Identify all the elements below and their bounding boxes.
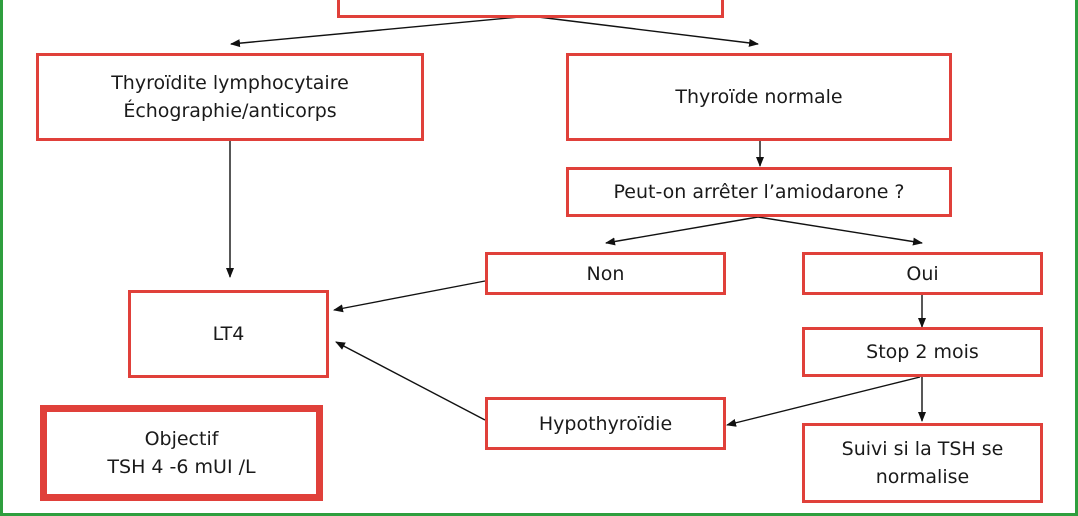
arrow-stop2-to-hypo bbox=[726, 376, 921, 427]
arrow-non-to-lt4 bbox=[333, 280, 486, 313]
node-hypothyroidism: Hypothyroïdie bbox=[485, 397, 726, 450]
arrow-hypo-to-lt4 bbox=[335, 341, 486, 421]
node-lymphocytic-line1: Thyroïdite lymphocytaire bbox=[111, 72, 349, 94]
node-objective: Objectif TSH 4 -6 mUI /L bbox=[40, 405, 323, 501]
arrow-question-to-oui bbox=[757, 216, 923, 246]
node-lt4: LT4 bbox=[128, 290, 329, 378]
node-followup-line1: Suivi si la TSH se bbox=[841, 438, 1004, 460]
node-stop-2-months: Stop 2 mois bbox=[802, 327, 1043, 377]
node-lymphocytic-thyroiditis: Thyroïdite lymphocytaire Échographie/ant… bbox=[36, 53, 424, 141]
arrow-top-to-normal bbox=[529, 15, 759, 47]
node-stop-question: Peut-on arrêter l’amiodarone ? bbox=[566, 167, 952, 217]
arrow-question-to-non bbox=[605, 216, 759, 246]
node-non: Non bbox=[485, 252, 726, 295]
node-lymphocytic-line2: Échographie/anticorps bbox=[123, 100, 337, 122]
node-top-cut bbox=[337, 0, 724, 18]
node-oui: Oui bbox=[802, 252, 1043, 295]
node-normal-thyroid: Thyroïde normale bbox=[566, 53, 952, 141]
node-objective-line2: TSH 4 -6 mUI /L bbox=[107, 456, 256, 478]
node-followup: Suivi si la TSH se normalise bbox=[802, 423, 1043, 503]
node-followup-line2: normalise bbox=[875, 466, 970, 488]
arrow-top-to-lymphocytic bbox=[230, 15, 531, 48]
node-objective-line1: Objectif bbox=[144, 428, 219, 450]
